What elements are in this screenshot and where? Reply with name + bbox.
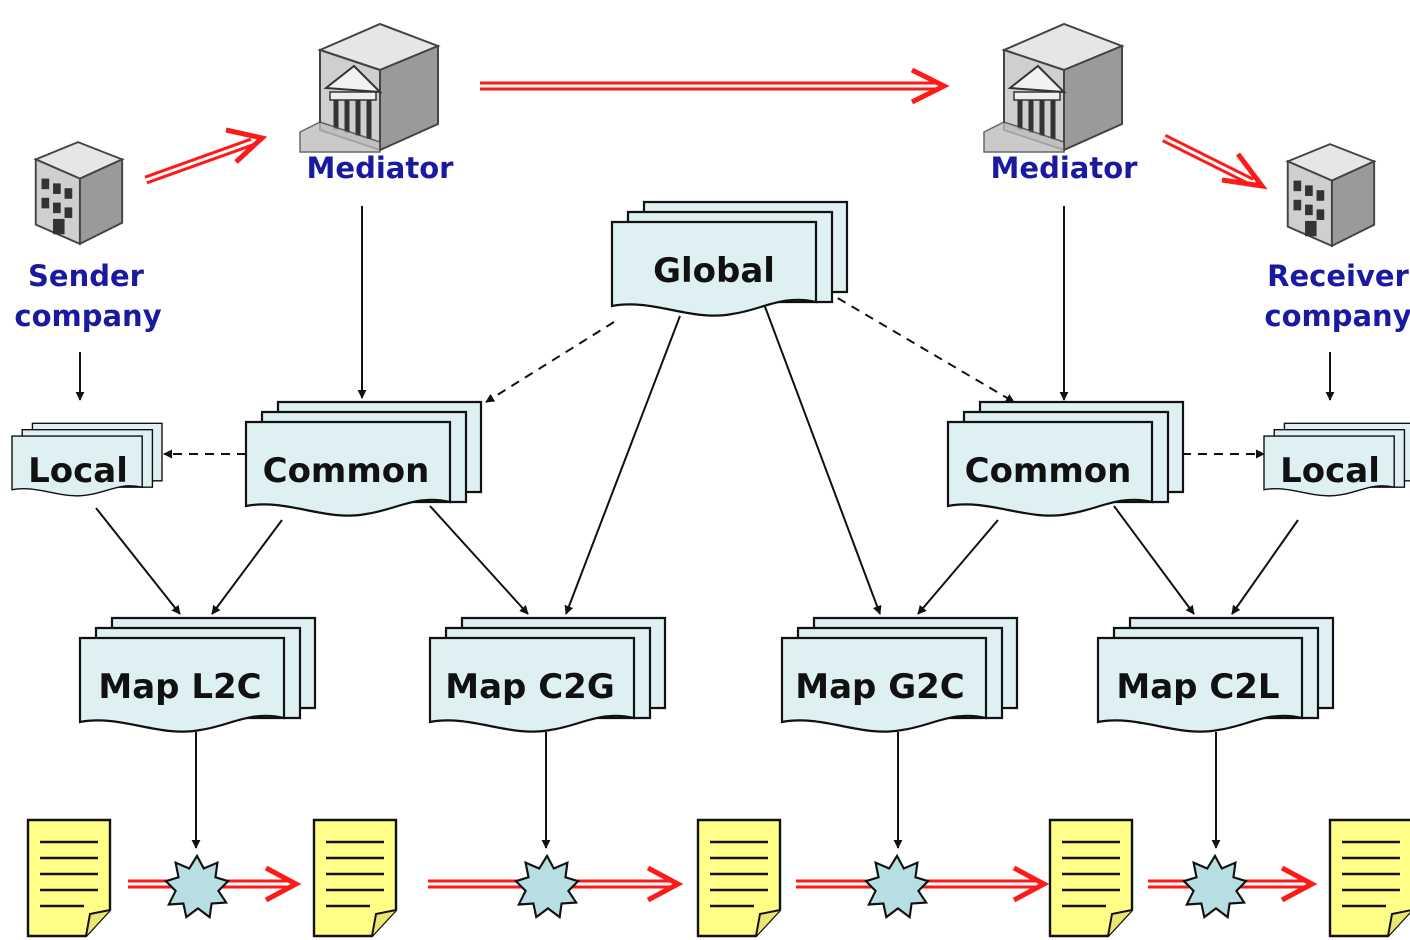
transform-burst-4-icon — [1182, 854, 1248, 919]
common-to-map-l2c-connector — [211, 519, 283, 615]
global-to-map-g2c-connector — [763, 303, 882, 615]
mediator-to-mediator-arrow — [480, 67, 950, 105]
common-to-map-c2g-connector — [429, 505, 529, 615]
global-to-common-dashed — [485, 321, 615, 403]
doc-common-left: Common — [244, 400, 483, 517]
mediator-right-label: Mediator — [991, 151, 1139, 185]
doc-map-l2c: Map L2C — [78, 616, 317, 733]
receiver-building-icon — [1286, 143, 1376, 247]
mediator-left-label: Mediator — [307, 151, 455, 185]
transform-burst-3-icon — [864, 854, 930, 919]
message-doc-1 — [26, 818, 112, 938]
sender-label-line1: Sender — [28, 259, 145, 293]
transform-burst-2-icon — [514, 854, 580, 919]
doc-map-c2l: Map C2L — [1096, 616, 1335, 733]
message-doc-4 — [1048, 818, 1134, 938]
message-doc-5 — [1328, 818, 1410, 938]
mediator-to-receiver-arrow — [1161, 133, 1268, 190]
top-flow-arrows — [144, 67, 1268, 190]
local-to-map-l2c-connector — [95, 507, 181, 615]
common-to-map-c2l-connector — [1113, 505, 1195, 615]
doc-map-g2c-label: Map G2C — [795, 667, 964, 707]
doc-map-c2l-label: Map C2L — [1116, 667, 1279, 707]
doc-map-c2g-label: Map C2G — [445, 667, 614, 707]
doc-local-left: Local — [10, 422, 164, 497]
doc-map-l2c-label: Map L2C — [98, 667, 261, 707]
receiver-label-line1: Receiver — [1267, 259, 1409, 293]
common-to-map-g2c-connector — [917, 519, 999, 615]
doc-map-c2g: Map C2G — [428, 616, 667, 733]
doc-local-right: Local — [1262, 422, 1410, 497]
message-doc-3 — [696, 818, 782, 938]
mediator-right-bank-icon — [984, 24, 1122, 152]
doc-common-right-label: Common — [965, 451, 1132, 491]
sender-building-icon — [34, 141, 124, 245]
message-doc-2 — [312, 818, 398, 938]
doc-common-right: Common — [946, 400, 1185, 517]
global-to-map-c2g-connector — [564, 315, 681, 615]
sender-label-line2: company — [14, 299, 161, 333]
mediator-left-bank-icon — [300, 24, 438, 152]
local-to-map-c2l-connector — [1231, 519, 1299, 615]
global-to-common-right-dashed — [823, 289, 1015, 403]
doc-common-left-label: Common — [263, 451, 430, 491]
doc-global: Global — [610, 200, 849, 317]
sender-to-mediator-arrow — [144, 127, 268, 185]
doc-local-left-label: Local — [28, 451, 128, 491]
doc-global-label: Global — [653, 251, 775, 291]
doc-local-right-label: Local — [1280, 451, 1380, 491]
doc-map-g2c: Map G2C — [780, 616, 1019, 733]
connectors — [75, 206, 1335, 849]
transform-burst-1-icon — [164, 854, 230, 919]
receiver-label-line2: company — [1264, 299, 1410, 333]
